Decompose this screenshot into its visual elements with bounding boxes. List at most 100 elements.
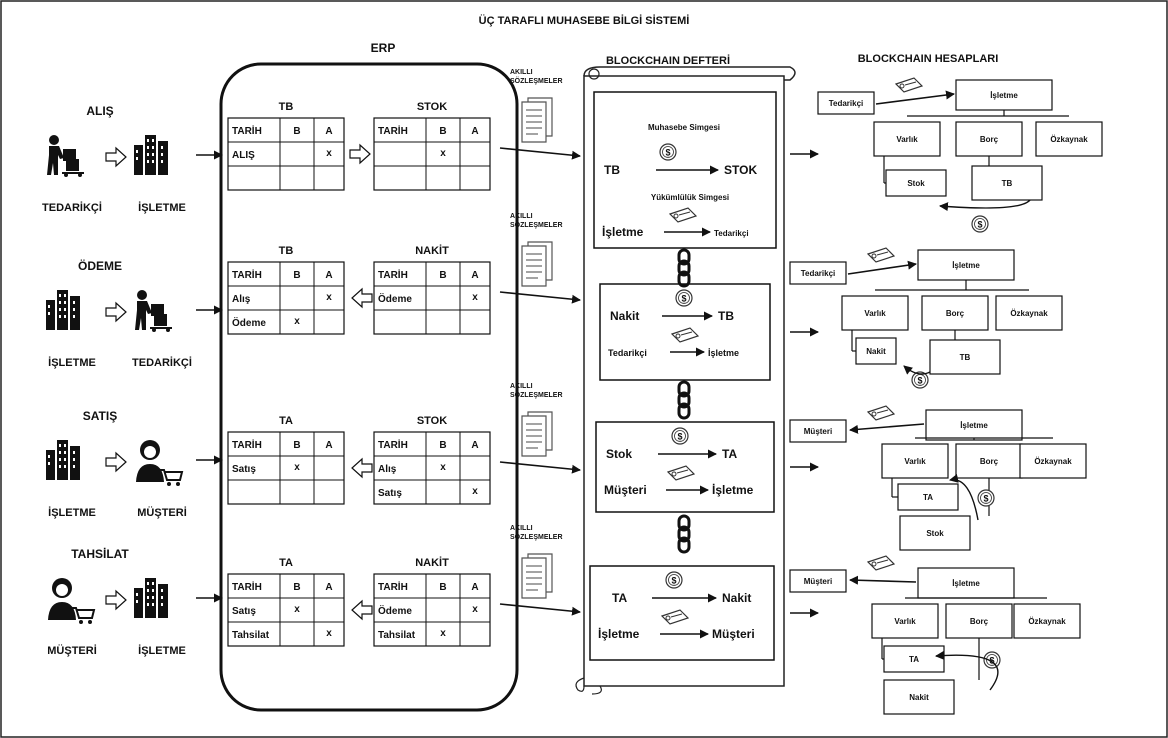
category-node-label: Varlık (904, 457, 926, 466)
supplier-icon (134, 289, 173, 333)
flow-from-label: MÜŞTERİ (47, 644, 97, 657)
sub-node-label: Stok (907, 179, 925, 188)
business-icon (134, 135, 168, 175)
col-credit: A (325, 582, 332, 593)
flow-from-label: İŞLETME (48, 506, 96, 519)
token-transfer-arrow (903, 365, 931, 375)
hollow-arrow (105, 589, 127, 611)
chain-icon (677, 248, 691, 288)
business-node (925, 409, 1023, 441)
entry-mark: x (294, 604, 300, 615)
account-title: TB (279, 245, 294, 257)
category-node-label: Varlık (894, 617, 916, 626)
entry-mark: x (472, 604, 478, 615)
col-credit: A (471, 126, 478, 137)
entry-mark: x (326, 148, 332, 159)
col-debit: B (293, 126, 300, 137)
sub-node-label: Stok (926, 529, 944, 538)
smart-contract-label: AKILLI (510, 213, 533, 220)
account-title: NAKİT (415, 244, 449, 257)
smart-contract-label: SÖZLEŞMELER (510, 390, 563, 399)
col-debit: B (293, 440, 300, 451)
erp-container (219, 62, 519, 712)
sub-node-label: Nakit (909, 693, 929, 702)
account-grid (373, 573, 491, 647)
block-to: Nakit (722, 591, 751, 605)
ledger-scroll (575, 66, 796, 695)
coin-icon (665, 571, 683, 589)
business-node (955, 79, 1053, 111)
party-node-label: Tedarikçi (801, 269, 836, 278)
sub-node-label: Nakit (866, 347, 886, 356)
chain-icon (677, 380, 691, 420)
sub-node (897, 483, 959, 511)
business-node-label: İşletme (990, 91, 1018, 100)
sub-node (899, 515, 971, 551)
entry-label: Satış (232, 464, 256, 475)
account-grid (373, 117, 491, 191)
sub-node-label: TB (1002, 179, 1013, 188)
sub-node-label: TB (960, 353, 971, 362)
coin-icon (971, 215, 989, 233)
diagram-title: ÜÇ TARAFLI MUHASEBE BİLGİ SİSTEMİ (479, 14, 690, 27)
col-credit: A (471, 582, 478, 593)
account-grid (227, 261, 345, 335)
business-icon (134, 578, 168, 618)
flow-from-label: TEDARİKÇİ (42, 201, 102, 214)
document-icon (521, 553, 553, 599)
erp-to-ledger-arrow (499, 291, 581, 304)
col-date: TARİH (378, 580, 408, 593)
block-from: İşletme (598, 626, 640, 641)
entry-mark: x (326, 292, 332, 303)
account-grid (227, 573, 345, 647)
category-node (955, 443, 1023, 479)
key-tag-icon (867, 247, 895, 263)
col-debit: B (439, 126, 446, 137)
smart-contract-label: AKILLI (510, 525, 533, 532)
col-credit: A (325, 270, 332, 281)
flow-title: ÖDEME (78, 258, 122, 273)
col-debit: B (439, 582, 446, 593)
category-node (945, 603, 1013, 639)
category-node-label: Varlık (896, 135, 918, 144)
category-node (1013, 603, 1081, 639)
entry-mark: x (472, 292, 478, 303)
hollow-arrow (105, 146, 127, 168)
erp-to-ledger-arrow (499, 603, 581, 616)
block-from: İşletme (602, 224, 644, 239)
flow-to-label: TEDARİKÇİ (132, 356, 192, 369)
key-tag-icon (867, 405, 895, 421)
block-from: TB (604, 163, 620, 177)
business-node (917, 249, 1015, 281)
block-from: TA (612, 591, 627, 605)
entry-label: Tahsilat (378, 630, 416, 641)
entry-mark: x (440, 628, 446, 639)
token-transfer-arrow (939, 199, 1031, 212)
ledger-title: BLOCKCHAIN DEFTERİ (606, 54, 730, 67)
document-icon (521, 97, 553, 143)
party-node (789, 261, 847, 285)
account-grid (373, 431, 491, 505)
entry-label: Ödeme (378, 292, 412, 305)
erp-transfer-arrow (349, 143, 371, 165)
entry-mark: x (440, 148, 446, 159)
document-icon (521, 241, 553, 287)
col-date: TARİH (378, 438, 408, 451)
block-from: Müşteri (604, 483, 647, 497)
